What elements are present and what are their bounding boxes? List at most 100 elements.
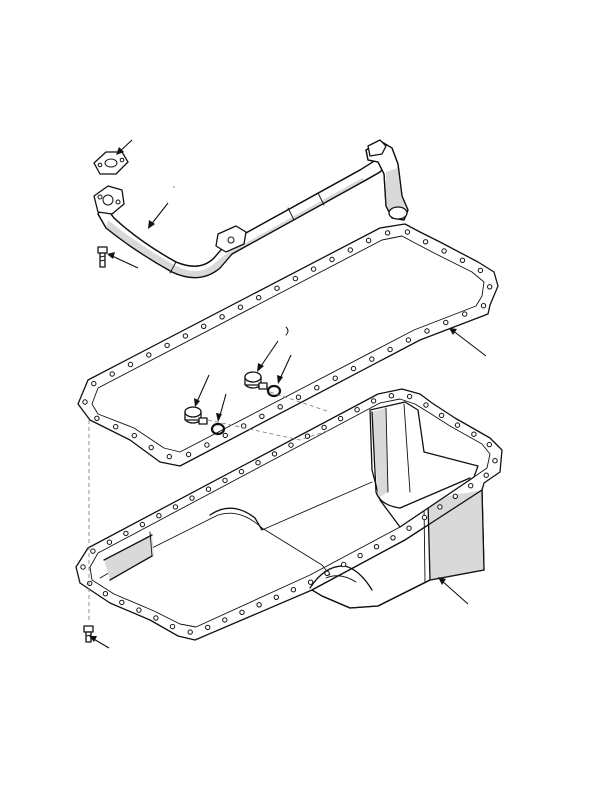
oil-pan-bolt-hole-4 [123,530,129,537]
gasket-bolt-hole-29 [405,337,412,343]
gasket-bolt-hole-16 [347,247,353,253]
oil-pan-bolt-hole-11 [238,468,245,475]
tube-mounting-bolt [97,246,108,268]
gasket-bolt-hole-14 [310,266,317,272]
oil-pan-bolt-hole-16 [321,424,327,431]
oil-pan-bolt-hole-49 [136,607,142,613]
oil-pan-bolt-hole-15 [304,433,311,439]
gasket-bolt-hole-4 [127,361,134,368]
oil-pan-bolt-hole-41 [273,594,279,600]
oil-pan-bolt-hole-39 [307,579,314,585]
oil-pan-bolt-hole-23 [438,412,445,419]
oil-pan-bolt-hole-19 [370,398,377,404]
leader-o-ring-a [216,393,227,422]
oil-pan-bolt-hole-6 [156,513,162,519]
gasket-bolt-hole-13 [292,275,298,282]
gasket-bolt-hole-24 [487,284,493,290]
gasket-bolt-hole-23 [477,267,484,274]
oil-pan-bolt-hole-48 [153,615,159,621]
leader-flange-gasket [116,139,133,155]
gasket-bolt-hole-9 [219,314,225,320]
oil-pan-bolt-hole-25 [471,431,477,437]
oil-suction-tube [93,139,409,279]
leader-arrows [89,139,487,649]
gasket-bolt-hole-30 [387,346,393,353]
gasket-bolt-hole-34 [314,385,320,391]
gasket-bolt-hole-28 [424,328,430,334]
oil-pan-bolt-hole-28 [483,472,489,478]
gasket-bolt-hole-35 [295,394,302,400]
gasket-bolt-hole-42 [166,453,173,460]
leader-suction-tube [148,202,169,229]
gasket-bolt-hole-33 [332,375,338,381]
gasket-bolt-hole-32 [350,365,357,372]
oil-pan-bolt-hole-17 [337,415,344,422]
oil-pan-bolt-hole-33 [406,525,412,531]
leader-o-ring-b [277,354,292,384]
oil-pan-bolt [83,625,94,643]
label-dot [173,186,175,188]
gasket-bolt-hole-40 [204,442,210,448]
drain-plug-b [244,371,268,390]
leader-oil-pan-bolt [89,636,110,649]
gasket-bolt-hole-7 [182,333,189,339]
gasket-bolt-hole-36 [277,404,283,410]
leader-gasket [449,328,487,357]
oil-pan-sump-shade [428,490,484,580]
gasket-bolt-hole-43 [148,444,154,451]
gasket-bolt-hole-21 [441,248,447,254]
oil-pan [75,388,503,641]
gasket-bolt-hole-37 [259,413,265,419]
oil-pan-bolt-hole-47 [169,623,176,630]
oil-pan-bolt-hole-26 [486,441,492,448]
oil-pan-bolt-hole-30 [452,493,458,499]
gasket-bolt-hole-2 [91,380,97,387]
oil-pan-bolt-hole-42 [256,602,262,608]
gasket-bolt-hole-46 [94,415,100,421]
gasket-inner-edge [91,235,485,453]
oil-pan-bolt-hole-31 [437,504,443,510]
gasket-bolt-hole-5 [146,352,152,358]
oil-pan-bolt-hole-2 [90,548,96,554]
gasket-bolt-hole-22 [459,257,466,263]
oil-pan-bolt-hole-7 [172,504,179,510]
label-mark [285,326,289,336]
gasket-bolt-hole-19 [404,229,411,235]
gasket-bolt-hole-27 [443,319,449,326]
gasket-bolt-hole-20 [422,239,429,245]
oil-pan-bolt-hole-21 [406,393,413,400]
oil-pan-bolt-hole-8 [189,495,195,501]
gasket-bolt-hole-25 [480,303,487,309]
o-ring-b [266,384,282,398]
gasket-bolt-hole-8 [201,323,207,329]
oil-pan-bolt-hole-45 [205,624,211,631]
oil-pan-bolt-hole-27 [492,458,498,464]
oil-pan-bolt-hole-46 [187,629,193,635]
oil-pan-bolt-hole-43 [239,609,245,615]
oil-pan-bolt-hole-52 [87,580,93,587]
gasket-bolt-hole-1 [82,399,88,405]
oil-pan-flange-inner [89,398,491,628]
oil-pan-bolt-holes [80,393,498,635]
gasket-bolt-hole-41 [185,451,192,458]
gasket-bolt-hole-18 [384,230,391,236]
oil-pan-bolt-hole-37 [340,561,347,568]
leader-oil-pan [438,577,469,605]
o-ring-a [210,422,226,436]
gasket-bolt-hole-39 [222,432,229,439]
oil-pan-bolt-hole-40 [290,587,297,593]
alignment-line-plug [207,419,331,441]
oil-pan-bolt-hole-13 [271,451,278,457]
oil-pan-bolt-hole-32 [421,514,428,521]
oil-pan-bolt-hole-3 [106,539,113,545]
oil-pan-bolt-hole-12 [255,460,261,466]
leader-drain-plug-b [257,340,279,372]
oil-pan-gasket [77,223,499,467]
oil-pan-bolt-hole-24 [454,422,461,428]
drain-plug-a [184,406,208,425]
tube-outlet-end [388,206,408,220]
oil-pan-bolt-hole-44 [222,617,228,623]
oil-pan-bolt-hole-34 [390,535,396,541]
gasket-bolt-hole-10 [237,304,244,310]
gasket-bolt-hole-26 [462,311,468,317]
